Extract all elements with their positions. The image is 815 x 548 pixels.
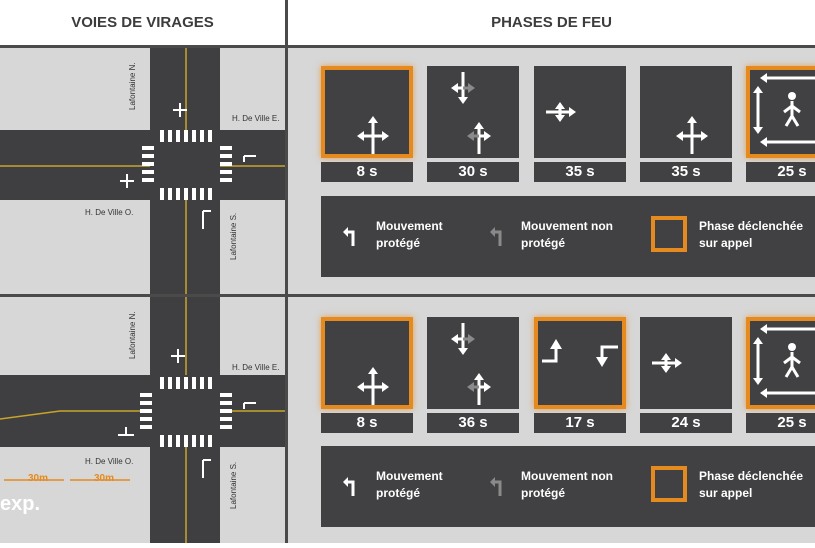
street-label-east: H. De Ville E. <box>232 363 280 372</box>
phase-duration: 35 s <box>534 162 626 182</box>
lane-arrow-south <box>202 210 211 229</box>
legend-2: Mouvement protégé Mouvement non protégé … <box>321 446 815 527</box>
phase-tile <box>534 317 626 409</box>
street-label-south: Lafontaine S. <box>229 461 238 509</box>
phase-tile <box>321 66 413 158</box>
phase-tile <box>427 66 519 158</box>
crosswalk-south <box>160 188 212 200</box>
distance-label-1: 30m <box>28 473 49 484</box>
vertical-divider <box>285 0 288 543</box>
lane-arrow-north <box>171 349 185 363</box>
crosswalk-south <box>160 435 212 447</box>
street-label-north: Lafontaine N. <box>128 311 137 359</box>
phase-tile <box>640 66 732 158</box>
lane-arrow-west <box>118 427 134 436</box>
lane-arrow-east <box>243 155 256 162</box>
pedestrian-icon <box>753 324 815 398</box>
protected-left-turn-icon <box>542 339 618 367</box>
phase-duration: 30 s <box>427 162 519 182</box>
intersection-panel-1: Lafontaine N. H. De Ville E. H. De Ville… <box>0 48 285 294</box>
lane-arrow-south <box>202 459 211 478</box>
header-signal-phases: PHASES DE FEU <box>288 0 815 45</box>
phase-duration: 36 s <box>427 413 519 433</box>
phase-tile <box>534 66 626 158</box>
permitted-arrow-icon <box>490 227 502 246</box>
company-logo: exp. <box>0 493 41 515</box>
street-label-south: Lafontaine S. <box>229 212 238 260</box>
legend-1: Mouvement protégé Mouvement non protégé … <box>321 196 815 277</box>
pedestrian-icon <box>753 73 815 147</box>
distance-label-2: 30m <box>94 473 115 484</box>
through-left-permitted-icon <box>451 323 491 405</box>
phase-duration: 25 s <box>746 162 815 182</box>
street-label-west: H. De Ville O. <box>85 457 134 466</box>
phase-duration: 35 s <box>640 162 732 182</box>
crosswalk-west <box>140 393 152 429</box>
on-call-box-icon <box>651 216 687 252</box>
phase-duration: 8 s <box>321 413 413 433</box>
street-label-east: H. De Ville E. <box>232 114 280 123</box>
permitted-arrow-icon <box>490 477 502 496</box>
phase-tile <box>321 317 413 409</box>
legend-protected-label: Mouvement protégé <box>376 219 443 250</box>
east-west-arrow-icon <box>652 353 682 373</box>
crosswalk-east <box>220 146 232 182</box>
legend-protected-label: Mouvement protégé <box>376 469 443 500</box>
crosswalk-east <box>220 393 232 429</box>
phase-tile <box>427 317 519 409</box>
lane-arrow-east <box>243 402 256 409</box>
street-label-west: H. De Ville O. <box>85 208 134 217</box>
east-west-arrow-icon <box>546 102 576 122</box>
phase-tile <box>746 66 815 158</box>
phase-duration: 8 s <box>321 162 413 182</box>
protected-arrow-icon <box>343 227 355 246</box>
intersection-map-2 <box>0 297 285 543</box>
intersection-map-1 <box>0 48 285 294</box>
header-divider <box>0 45 815 48</box>
four-way-arrow-icon <box>676 116 708 154</box>
four-way-arrow-icon <box>357 367 389 405</box>
on-call-box-icon <box>651 466 687 502</box>
legend-permitted-label: Mouvement non protégé <box>521 469 613 500</box>
four-way-arrow-icon <box>357 116 389 154</box>
phase-duration: 24 s <box>640 413 732 433</box>
crosswalk-north <box>160 377 212 389</box>
row-divider <box>0 294 815 297</box>
phase-tile <box>640 317 732 409</box>
crosswalk-north <box>160 130 212 142</box>
legend-on-call-label: Phase déclenchée sur appel <box>699 469 804 500</box>
phase-tile <box>746 317 815 409</box>
intersection-panel-2: Lafontaine N. H. De Ville E. H. De Ville… <box>0 297 285 543</box>
lane-arrow-north <box>173 103 187 117</box>
header-turn-lanes: VOIES DE VIRAGES <box>0 0 285 45</box>
crosswalk-west <box>142 146 154 182</box>
protected-arrow-icon <box>343 477 355 496</box>
through-left-permitted-icon <box>451 72 491 154</box>
centerline-west <box>0 410 61 420</box>
legend-permitted-label: Mouvement non protégé <box>521 219 613 250</box>
street-label-north: Lafontaine N. <box>128 62 137 110</box>
phase-duration: 17 s <box>534 413 626 433</box>
legend-on-call-label: Phase déclenchée sur appel <box>699 219 804 250</box>
phase-duration: 25 s <box>746 413 815 433</box>
lane-arrow-west <box>120 174 134 188</box>
